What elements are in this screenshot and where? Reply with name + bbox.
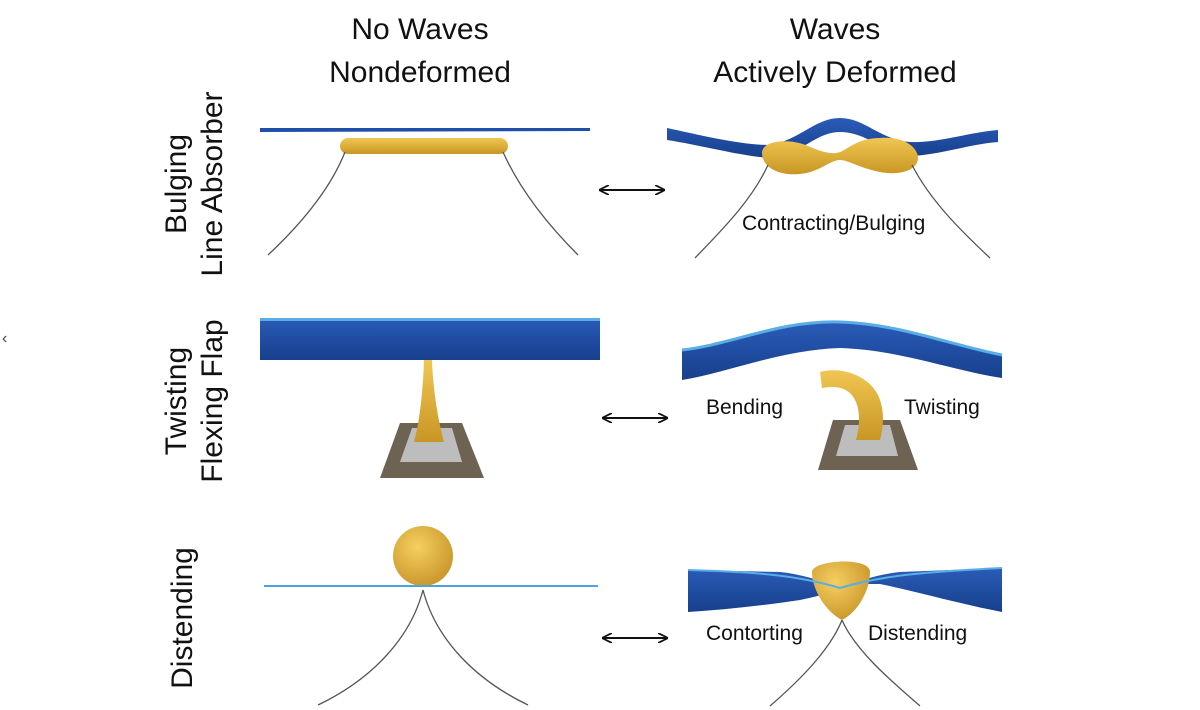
annotation-bending: Bending bbox=[706, 396, 784, 419]
header-left-line2: Nondeformed bbox=[329, 56, 511, 89]
header-left-line1: No Waves bbox=[351, 13, 489, 46]
row2-right-illustration bbox=[681, 320, 1003, 470]
annotation-contorting: Contorting bbox=[706, 622, 803, 645]
tether-line bbox=[502, 151, 579, 256]
distended-buoy bbox=[812, 561, 870, 620]
bulging-absorber bbox=[762, 137, 918, 175]
annotation-contracting-bulging: Contracting/Bulging bbox=[742, 212, 926, 235]
row1-left-illustration bbox=[260, 128, 590, 256]
header-right-line2: Actively Deformed bbox=[713, 56, 957, 89]
annotation-distending: Distending bbox=[868, 622, 968, 645]
water-surface bbox=[667, 118, 998, 158]
tether-line bbox=[911, 164, 991, 259]
header-no-waves: No Waves Nondeformed bbox=[270, 8, 570, 94]
row3-left-illustration bbox=[264, 526, 598, 706]
water-surface bbox=[260, 128, 590, 132]
bending-flap bbox=[820, 370, 883, 440]
row1-right-illustration bbox=[667, 118, 998, 259]
water-surface bbox=[688, 568, 1002, 612]
flexing-flap bbox=[414, 360, 444, 442]
header-waves: Waves Actively Deformed bbox=[660, 8, 1010, 94]
tether-line bbox=[841, 619, 921, 707]
row2-left-illustration bbox=[260, 318, 600, 478]
annotation-twisting: Twisting bbox=[904, 396, 980, 419]
tether-line bbox=[267, 151, 346, 256]
water-slab bbox=[260, 318, 600, 360]
chevron-left-icon[interactable]: ‹ bbox=[2, 330, 8, 347]
tether-line bbox=[769, 619, 843, 707]
tether-line bbox=[317, 589, 424, 706]
line-absorber bbox=[340, 138, 508, 154]
row3-right-illustration bbox=[687, 561, 1003, 707]
header-right-line1: Waves bbox=[789, 13, 881, 46]
distending-buoy bbox=[393, 526, 453, 586]
tether-line bbox=[694, 164, 769, 259]
tether-line bbox=[422, 589, 529, 706]
